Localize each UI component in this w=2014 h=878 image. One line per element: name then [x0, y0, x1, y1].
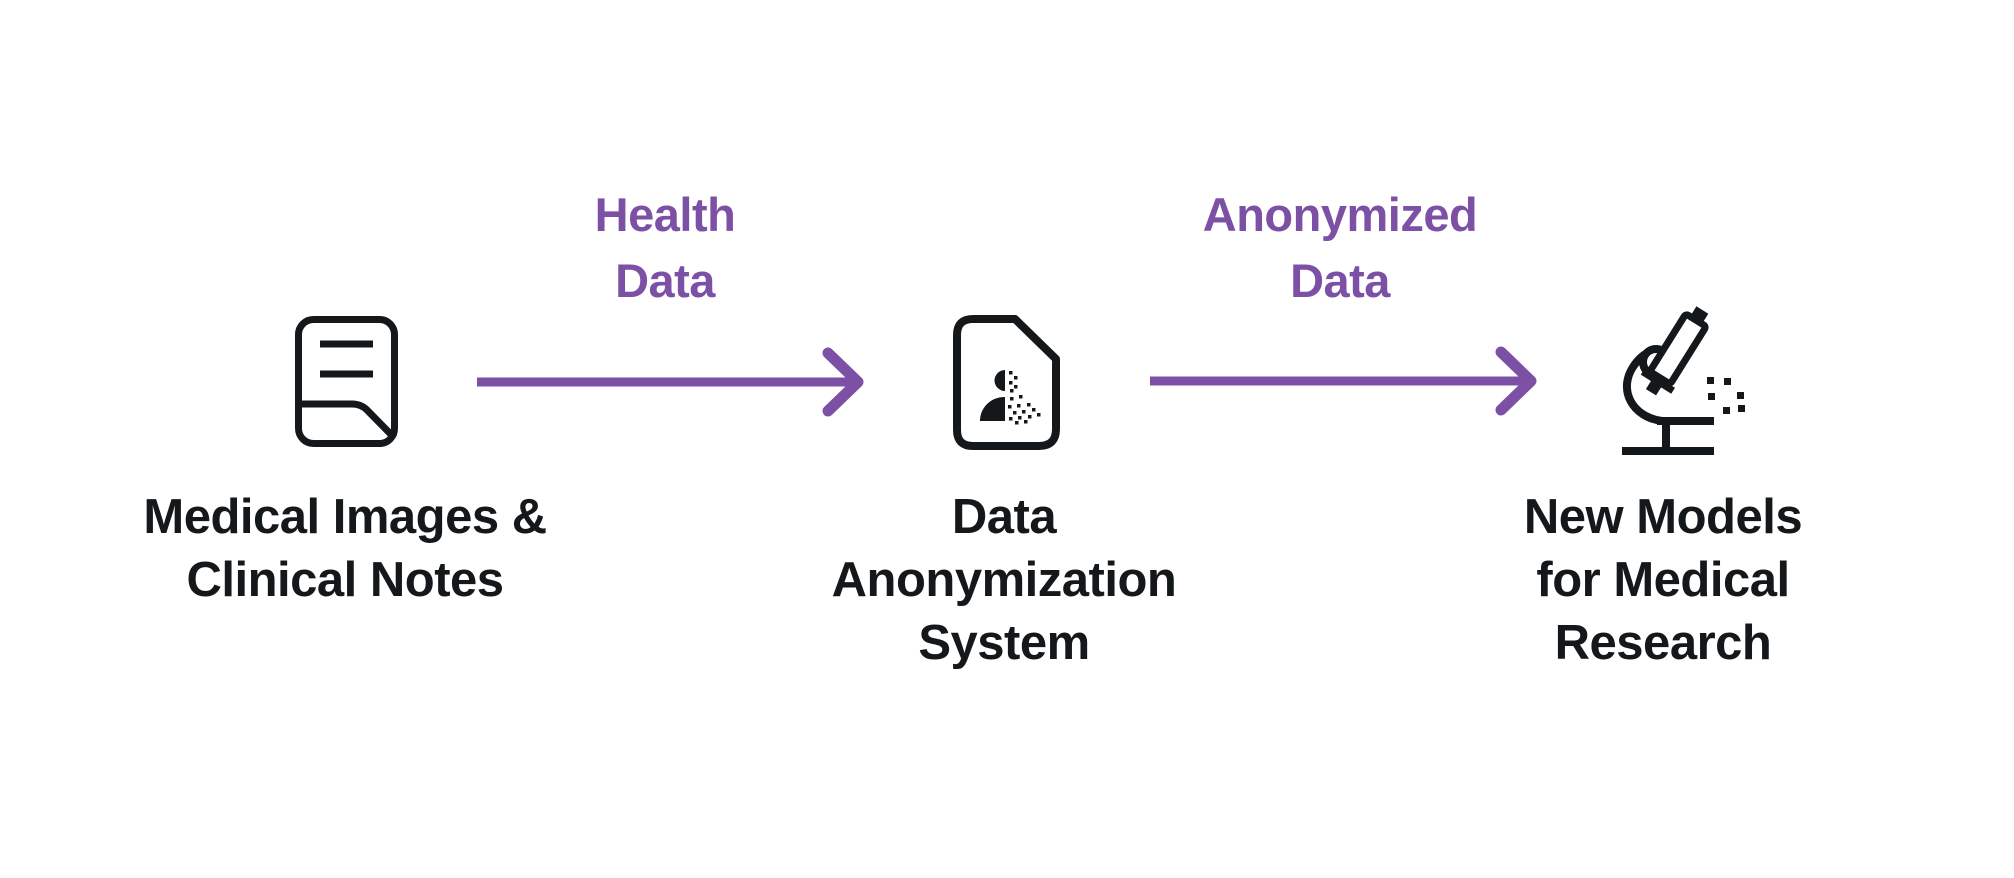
arrow-right-icon	[477, 347, 864, 417]
node-medical-research	[1610, 303, 1770, 463]
anonymized-file-icon	[953, 315, 1060, 450]
microscope-icon	[1622, 306, 1745, 455]
head-pixel-dots	[1009, 371, 1018, 393]
node-label-data-anonymization: Data Anonymization System	[831, 490, 1177, 670]
node-data-anonymization	[953, 315, 1060, 450]
body-pixel-dots	[1008, 395, 1041, 425]
arrow-label-health-data: Health Data	[594, 188, 736, 307]
arrow-right-icon	[1150, 346, 1537, 416]
result-pixel-dots	[1707, 377, 1745, 414]
node-label-medical-images: Medical Images & Clinical Notes	[143, 490, 547, 607]
arrow-label-anonymized-data: Anonymized Data	[1202, 188, 1478, 307]
node-medical-images	[295, 316, 398, 447]
node-label-medical-research: New Models for Medical Research	[1523, 490, 1803, 670]
clinical-notes-icon	[295, 316, 398, 447]
